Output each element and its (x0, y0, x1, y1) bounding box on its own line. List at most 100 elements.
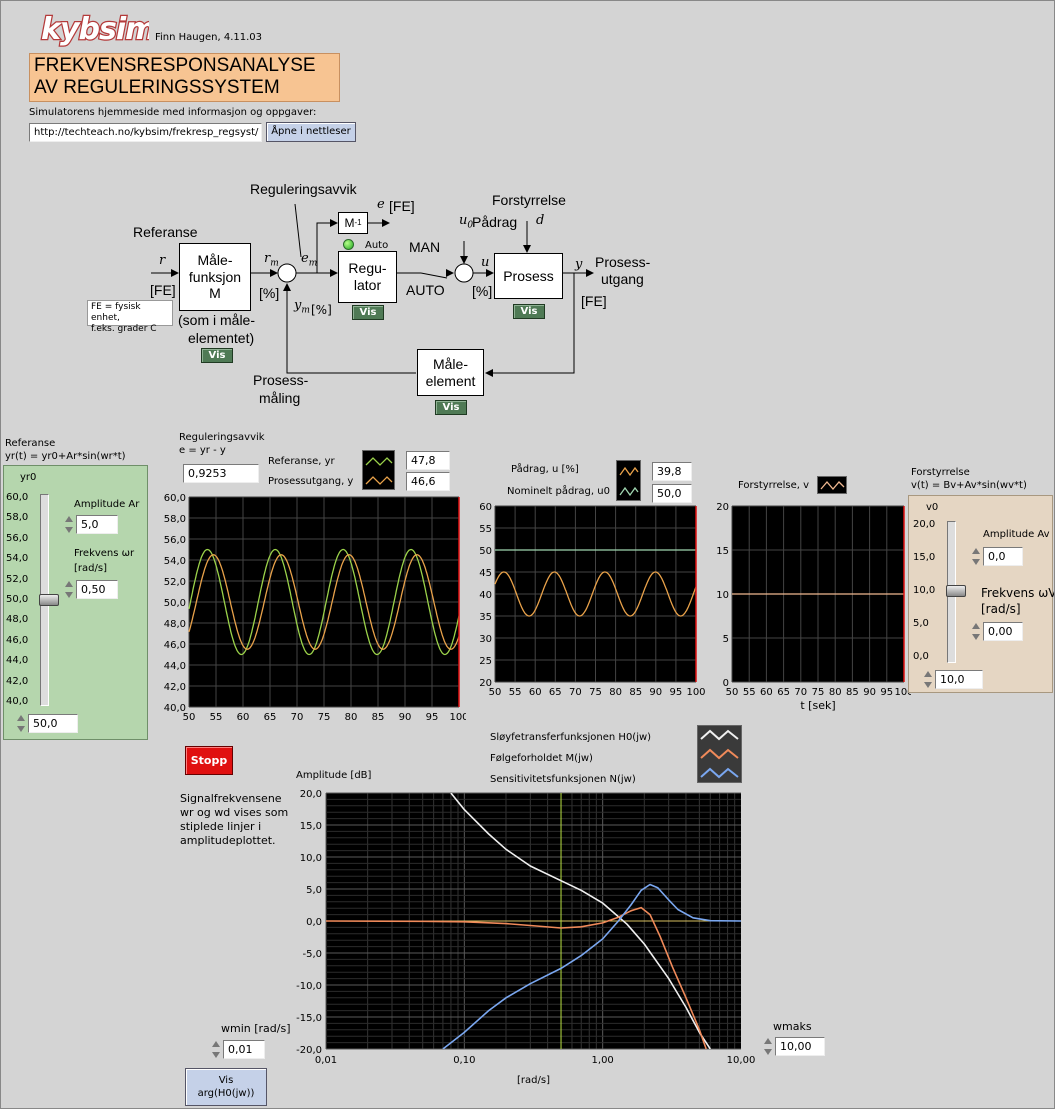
yr0-slider-tick: 52,0 (6, 573, 29, 585)
yr0-slider-tick: 40,0 (6, 696, 29, 707)
som-i-line1: (som i måle- (178, 312, 256, 328)
frekvens-wr-spinner[interactable] (64, 580, 74, 599)
minv-block: M-1 (338, 212, 368, 234)
avvik-label: Reguleringsavvik (179, 432, 265, 443)
y-tick-label: 50 (479, 546, 492, 557)
yr0-label: yr0 (20, 472, 37, 483)
x-tick-label: 0,10 (453, 1055, 475, 1066)
amplitude-av-spinner[interactable] (971, 547, 981, 566)
malefunksjon-line2: funksjon (188, 268, 242, 285)
x-tick-label: 70 (569, 687, 582, 698)
wmaks-label: wmaks (773, 1020, 812, 1033)
r-label: r (159, 253, 166, 268)
yr0-spinner[interactable] (16, 714, 26, 733)
wmin-label: wmin [rad/s] (221, 1022, 291, 1035)
regulator-line2: lator (353, 277, 382, 293)
yr0-slider-tick: 56,0 (6, 532, 29, 544)
yr0-slider-thumb[interactable] (39, 594, 59, 606)
frekvens-wv-label: Frekvens ωV (981, 586, 1055, 600)
frekvens-wv-spinner[interactable] (971, 622, 981, 641)
v0-slider-tick: 10,0 (913, 585, 936, 596)
wmaks-spinner[interactable] (763, 1037, 773, 1056)
som-i-line2: elementet) (188, 330, 255, 346)
y-tick-label: -20,0 (296, 1045, 322, 1056)
yr0-slider-tick: 48,0 (6, 614, 29, 626)
vis-prosess-button[interactable]: Vis (513, 304, 545, 319)
regulator-line1: Regu- (348, 260, 387, 277)
y-tick-label: 40 (479, 590, 492, 601)
wmin-input[interactable]: 0,01 (223, 1040, 265, 1059)
v0-spinner[interactable] (923, 670, 933, 689)
amplitude-ar-input[interactable]: 5,0 (76, 515, 118, 534)
amplitude-av-input[interactable]: 0,0 (983, 547, 1023, 566)
x-tick-label: 90 (399, 712, 412, 723)
vis-malefunksjon-button[interactable]: Vis (201, 348, 233, 363)
url-field[interactable]: http://techteach.no/kybsim/frekresp_regs… (29, 123, 262, 142)
vis-arg-button[interactable]: Vis arg(H0(jw)) (185, 1068, 267, 1106)
x-tick-label: 100 (449, 712, 466, 723)
x-tick-label: 60 (529, 687, 542, 698)
open-browser-button[interactable]: Åpne i nettleser (266, 122, 356, 142)
signal-note-line4: amplitudeplottet. (180, 834, 276, 847)
x-tick-label: 75 (318, 712, 331, 723)
prosess-text: Prosess (503, 267, 554, 284)
malefunksjon-line1: Måle- (197, 251, 233, 268)
wmin-spinner[interactable] (211, 1040, 221, 1059)
padrag-label: Pådrag (472, 214, 518, 230)
yr0-slider-tick: 54,0 (6, 553, 29, 565)
ym-text: y (294, 298, 302, 313)
x-tick-label: 65 (549, 687, 562, 698)
y-tick-label: 46,0 (164, 640, 186, 651)
vis-regulator-button[interactable]: Vis (352, 305, 384, 320)
x-tick-label: 65 (264, 712, 277, 723)
x-tick-label: 50 (726, 687, 739, 698)
x-axis-label: t [sek] (800, 699, 835, 712)
series-line (494, 571, 697, 617)
author-text: Finn Haugen, 4.11.03 (155, 32, 263, 43)
amplitude-ar-spinner[interactable] (64, 515, 74, 534)
frekvens-wr-unit: [rad/s] (74, 563, 107, 574)
kybsim-logo: kybsim kybsim (39, 7, 158, 49)
x-tick-label: 10,00 (727, 1055, 756, 1066)
y-tick-label: 20 (479, 678, 492, 689)
y-tick-label: -10,0 (296, 981, 322, 992)
frekvens-wr-input[interactable]: 0,50 (76, 580, 118, 599)
title-line2: AV REGULERINGSSYSTEM (34, 77, 280, 98)
stopp-button[interactable]: Stopp (185, 746, 233, 775)
x-tick-label: 85 (372, 712, 385, 723)
prosessmaling-line1: Prosess- (253, 372, 309, 388)
em-sub: m (308, 258, 318, 269)
signal-note-line3: stiplede linjer i (180, 820, 262, 833)
y-tick-label: 56,0 (164, 535, 186, 546)
v0-slider-thumb[interactable] (946, 585, 966, 597)
reguleringsavvik-label: Reguleringsavvik (250, 181, 357, 197)
yr0-slider-tick: 58,0 (6, 512, 29, 524)
y-tick-label: 5,0 (306, 885, 322, 896)
man-label: MAN (409, 239, 441, 255)
x-tick-label: 80 (829, 687, 842, 698)
homepage-label: Simulatorens hjemmeside med informasjon … (29, 107, 317, 118)
ym-label: ym (294, 298, 310, 316)
frekvens-wv-input[interactable]: 0,00 (983, 622, 1023, 641)
y-axis-label: Amplitude [dB] (296, 770, 372, 781)
wmaks-input[interactable]: 10,00 (775, 1037, 825, 1056)
yr0-input[interactable]: 50,0 (28, 714, 78, 733)
prosessmaling-line2: måling (259, 390, 301, 406)
y-tick-label: 45 (479, 568, 492, 579)
vis-maleelement-button[interactable]: Vis (435, 400, 467, 415)
legend-prosessutgang-label: Prosessutgang, y (268, 476, 354, 487)
bode-legend-icon (700, 729, 739, 779)
v0-input[interactable]: 10,0 (935, 670, 983, 689)
u0-label: u0 (459, 213, 473, 231)
bode-amplitude-plot: 20,015,010,05,00,0-5,0-10,0-15,0-20,00,0… (296, 770, 756, 1086)
avvik-indicator: 0,9253 (183, 464, 259, 483)
x-tick-label: 75 (812, 687, 825, 698)
fe-note-line2: f.eks. grader C (91, 324, 157, 334)
rm-label: rm (264, 251, 279, 269)
bode-legend-labels: Sløyfetransferfunksjonen H0(jw) Følgefor… (490, 727, 651, 790)
auto-led-icon (343, 239, 354, 250)
y-tick-label: 50,0 (164, 598, 186, 609)
u0-sub: 0 (467, 220, 474, 231)
